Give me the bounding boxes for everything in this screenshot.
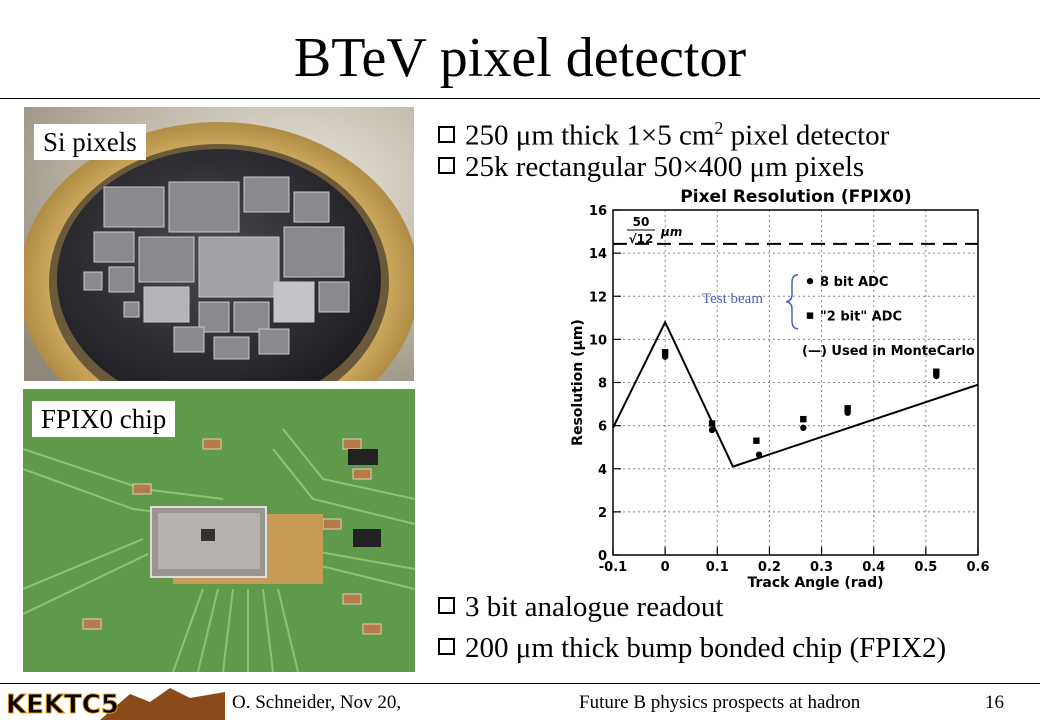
- y-tick-label: 10: [589, 333, 607, 348]
- footer-author: O. Schneider, Nov 20,: [232, 692, 402, 713]
- fpix0-chip-label: FPIX0 chip: [32, 401, 176, 437]
- x-tick-label: 0.2: [758, 560, 781, 575]
- x-tick-label: 0: [661, 560, 670, 575]
- point-2bit-adc: [844, 405, 851, 412]
- reference-label-unit: μm: [660, 225, 682, 239]
- x-tick-label: -0.1: [599, 560, 627, 575]
- series-montecarlo-line: [612, 319, 979, 468]
- bullet-4: 200 μm thick bump bonded chip (FPIX2): [438, 632, 946, 664]
- legend-brace: [785, 273, 799, 330]
- reference-label-numerator: 50: [633, 215, 650, 229]
- bullet-3: 3 bit analogue readout: [438, 591, 724, 623]
- title-rule: [0, 98, 1040, 99]
- point-2bit-adc: [753, 437, 760, 444]
- y-tick-label: 0: [598, 549, 607, 564]
- x-tick-label: 0.5: [914, 560, 937, 575]
- legend-label-8bit: 8 bit ADC: [820, 275, 888, 290]
- y-tick-label: 14: [589, 247, 607, 262]
- bullet-box: [438, 157, 455, 174]
- si-wafer-image: [24, 107, 414, 381]
- chart-title: Pixel Resolution (FPIX0): [680, 187, 911, 207]
- kektc5-logo: KEKTC5: [0, 684, 225, 720]
- test-beam-annotation: Test beam: [702, 291, 764, 307]
- y-tick-label: 16: [589, 204, 607, 219]
- legend-label-2bit: "2 bit" ADC: [820, 310, 902, 325]
- bullet-box: [438, 125, 455, 143]
- legend-marker-2bit: [806, 312, 814, 319]
- bullet-2: 25k rectangular 50×400 μm pixels: [438, 151, 864, 183]
- point-2bit-adc: [800, 415, 807, 423]
- x-tick-label: 0.6: [966, 560, 989, 575]
- reference-label-denominator: √12: [629, 232, 654, 246]
- point-2bit-adc: [933, 368, 940, 375]
- point-8bit-adc: [800, 424, 807, 431]
- legend-label-montecarlo: (—) Used in MonteCarlo: [802, 344, 975, 359]
- x-tick-label: 0.4: [862, 560, 885, 575]
- si-pixels-photo: Si pixels: [24, 107, 414, 381]
- y-tick-label: 2: [598, 506, 607, 521]
- bullet-box: [438, 597, 455, 614]
- y-tick-label: 8: [598, 377, 607, 392]
- point-2bit-adc: [661, 349, 669, 356]
- footer-talk-title: Future B physics prospects at hadron: [579, 692, 861, 713]
- logo-text: KEKTC5: [6, 690, 119, 720]
- point-8bit-adc: [708, 426, 716, 434]
- bullet-1: 250 μm thick 1×5 cm2 pixel detector: [438, 112, 889, 152]
- si-pixels-label: Si pixels: [34, 124, 146, 160]
- fpix0-chip-photo: FPIX0 chip: [23, 389, 415, 672]
- footer-page-number: 16: [985, 692, 1004, 713]
- y-tick-label: 4: [598, 463, 607, 478]
- y-axis-label: Resolution (μm): [570, 319, 586, 446]
- bullet-box: [438, 638, 455, 655]
- y-tick-label: 12: [589, 290, 607, 305]
- y-tick-label: 6: [598, 420, 607, 435]
- legend-marker-8bit: [806, 277, 814, 285]
- footer-rule: [0, 683, 1040, 684]
- x-tick-label: 0.3: [810, 560, 833, 575]
- x-axis-label: Track Angle (rad): [747, 575, 883, 590]
- x-tick-label: 0.1: [706, 560, 729, 575]
- slide-title: BTeV pixel detector: [293, 27, 747, 89]
